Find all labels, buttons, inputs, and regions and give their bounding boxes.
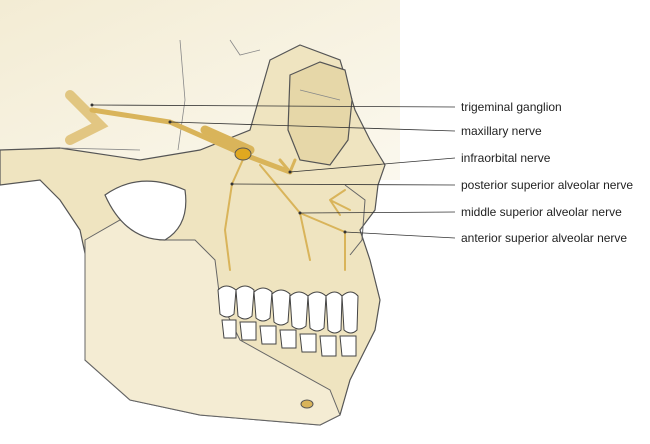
orbit	[287, 61, 353, 166]
label-posterior-superior-alveolar-nerve: posterior superior alveolar nerve	[461, 178, 634, 192]
pterygopalatine-ganglion	[234, 147, 252, 161]
leader-anterior-superior-alveolar	[344, 231, 456, 239]
leader-maxillary-nerve	[169, 121, 456, 132]
label-middle-superior-alveolar-nerve: middle superior alveolar nerve	[461, 205, 622, 219]
label-infraorbital-nerve: infraorbital nerve	[461, 151, 551, 165]
leader-infraorbital-nerve	[289, 157, 456, 173]
mandibular-notch	[104, 180, 187, 241]
mental-foramen	[300, 399, 314, 409]
leader-middle-superior-alveolar	[299, 211, 456, 214]
leader-posterior-superior-alveolar	[231, 183, 456, 186]
leader-dots	[90, 103, 347, 234]
label-trigeminal-ganglion: trigeminal ganglion	[461, 100, 562, 114]
teeth	[217, 285, 359, 357]
nerves	[65, 90, 351, 271]
nasal-aperture	[344, 184, 366, 256]
leader-lines	[91, 104, 456, 239]
label-anterior-superior-alveolar-nerve: anterior superior alveolar nerve	[461, 231, 628, 245]
sutures	[59, 39, 341, 151]
leader-trigeminal-ganglion	[91, 104, 456, 108]
label-maxillary-nerve: maxillary nerve	[461, 124, 542, 138]
